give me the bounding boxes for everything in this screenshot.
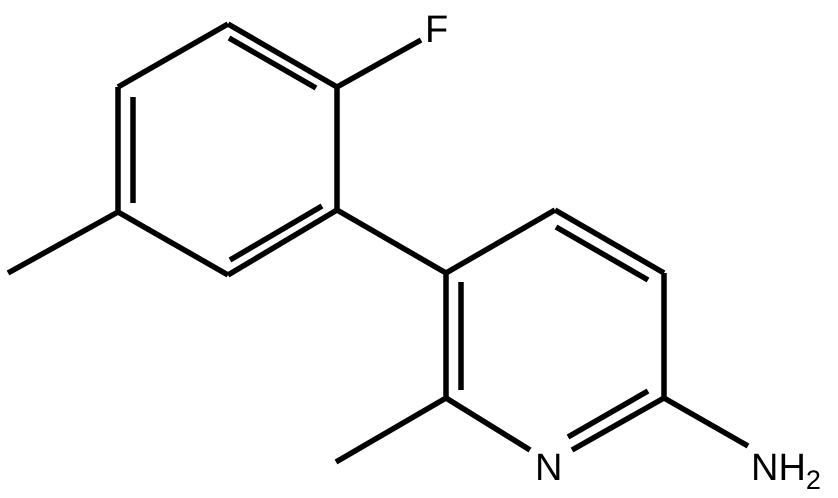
bond-c2-methyl bbox=[334, 395, 448, 465]
bond-py-c3-c4 bbox=[444, 207, 557, 276]
bond-biaryl bbox=[335, 207, 448, 276]
bond-c6-amine bbox=[662, 395, 750, 449]
bond-py-c6-n bbox=[570, 395, 666, 453]
ring-nitrogen-label: N bbox=[535, 447, 562, 489]
bond-c5-c6 bbox=[116, 209, 230, 278]
bond-py-c4-c5-inner bbox=[554, 224, 650, 283]
bond-c6-c1 bbox=[226, 207, 339, 278]
phenyl-ring bbox=[115, 21, 340, 278]
bond-c2-c3 bbox=[226, 21, 339, 90]
bond-c2-c3-inner bbox=[227, 35, 318, 91]
bond-c3-c4 bbox=[116, 21, 230, 90]
amine-label: NH2 bbox=[751, 447, 821, 495]
bond-py-n-c2 bbox=[444, 395, 532, 453]
amine-symbol: NH bbox=[751, 447, 806, 489]
amine-subscript: 2 bbox=[806, 465, 821, 495]
bond-py-c4-c5 bbox=[553, 207, 666, 276]
bond-c6-c1-inner bbox=[228, 203, 324, 263]
bond-py-c6-n-inner bbox=[566, 388, 650, 440]
bond-c5-methyl bbox=[6, 209, 120, 276]
fluorine-label: F bbox=[425, 9, 448, 51]
pyridine-ring bbox=[443, 207, 667, 453]
bond-c2-fluorine bbox=[335, 37, 423, 90]
